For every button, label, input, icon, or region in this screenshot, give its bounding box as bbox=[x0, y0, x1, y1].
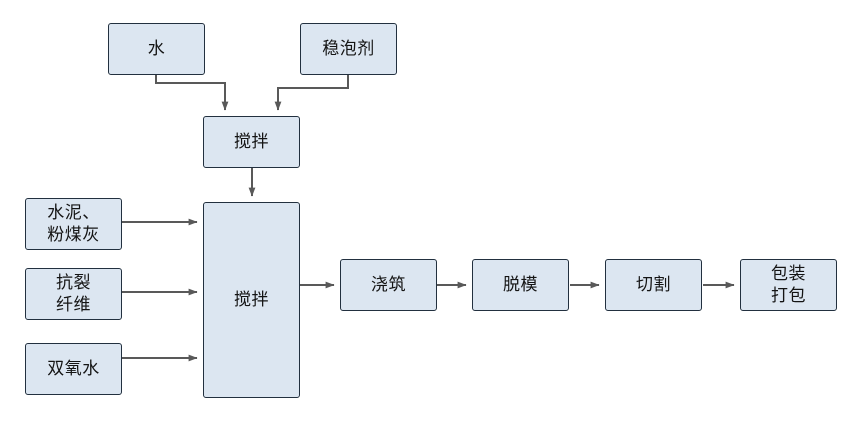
node-casting[interactable]: 浇筑 bbox=[340, 259, 437, 311]
node-water[interactable]: 水 bbox=[108, 23, 205, 75]
node-foam-stabilizer[interactable]: 稳泡剂 bbox=[300, 23, 397, 75]
node-mixing-first[interactable]: 搅拌 bbox=[203, 116, 300, 168]
e-foam-mix1 bbox=[274, 75, 349, 111]
e-water-mix1 bbox=[155, 75, 229, 111]
node-demolding[interactable]: 脱模 bbox=[472, 259, 569, 311]
node-cement-flyash[interactable]: 水泥、 粉煤灰 bbox=[25, 198, 122, 250]
node-mixing-main[interactable]: 搅拌 bbox=[203, 202, 300, 398]
node-hydrogen-peroxide[interactable]: 双氧水 bbox=[25, 343, 122, 395]
node-anticrack-fiber[interactable]: 抗裂 纤维 bbox=[25, 268, 122, 320]
node-packaging[interactable]: 包装 打包 bbox=[740, 259, 837, 311]
node-cutting[interactable]: 切割 bbox=[605, 259, 702, 311]
